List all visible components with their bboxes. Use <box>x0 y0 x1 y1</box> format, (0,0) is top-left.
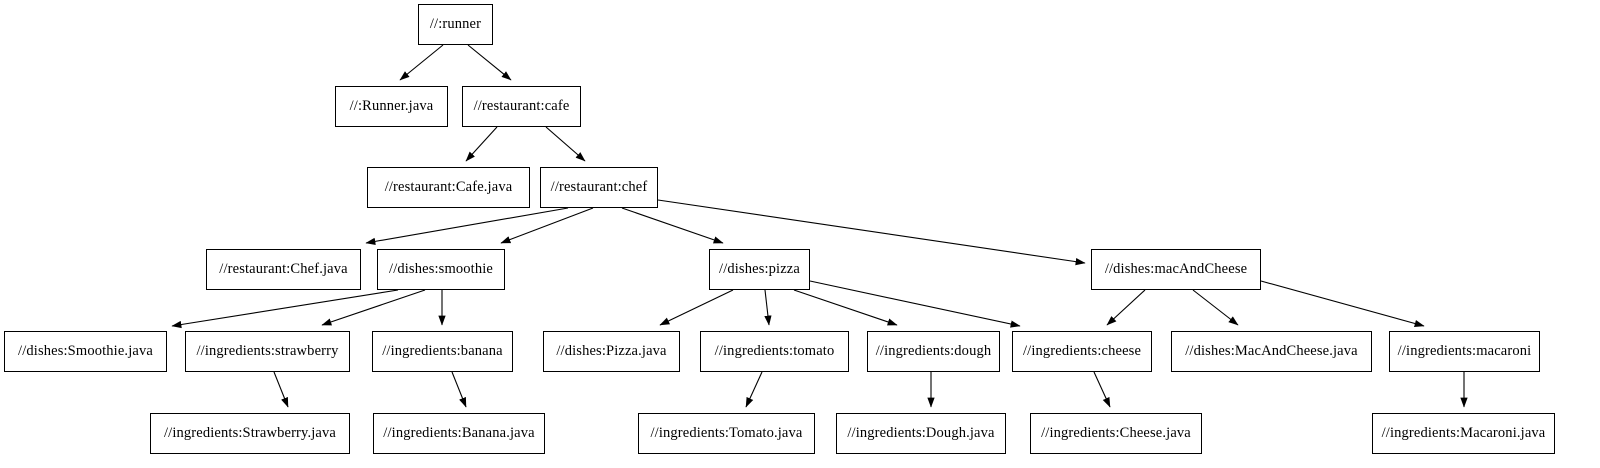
graph-node-runner[interactable]: //:runner <box>418 4 493 45</box>
graph-node-ing-macaroni[interactable]: //ingredients:macaroni <box>1389 331 1540 372</box>
graph-node-label: //ingredients:strawberry <box>196 343 339 360</box>
graph-node-dough-java[interactable]: //ingredients:Dough.java <box>836 413 1006 454</box>
graph-node-cafe-java[interactable]: //restaurant:Cafe.java <box>367 167 530 208</box>
graph-node-label: //ingredients:Banana.java <box>383 425 535 442</box>
graph-node-ing-dough[interactable]: //ingredients:dough <box>867 331 1000 372</box>
graph-node-label: //ingredients:Tomato.java <box>650 425 803 442</box>
graph-node-label: //:runner <box>429 16 482 33</box>
graph-node-label: //restaurant:Cafe.java <box>384 179 513 196</box>
graph-node-restaurant-cafe[interactable]: //restaurant:cafe <box>462 86 581 127</box>
graph-node-pizza-java[interactable]: //dishes:Pizza.java <box>543 331 680 372</box>
graph-node-label: //dishes:pizza <box>719 261 800 278</box>
graph-node-tomato-java[interactable]: //ingredients:Tomato.java <box>638 413 815 454</box>
graph-node-label: //ingredients:Strawberry.java <box>164 425 336 442</box>
graph-node-label: //restaurant:cafe <box>473 98 570 115</box>
graph-node-label: //ingredients:banana <box>382 343 503 360</box>
graph-node-label: //ingredients:dough <box>875 343 992 360</box>
graph-node-chef-java[interactable]: //restaurant:Chef.java <box>206 249 361 290</box>
graph-node-ing-banana[interactable]: //ingredients:banana <box>372 331 513 372</box>
graph-node-label: //ingredients:Cheese.java <box>1041 425 1191 442</box>
graph-node-restaurant-chef[interactable]: //restaurant:chef <box>540 167 658 208</box>
graph-node-ing-tomato[interactable]: //ingredients:tomato <box>700 331 849 372</box>
graph-node-cheese-java[interactable]: //ingredients:Cheese.java <box>1030 413 1202 454</box>
graph-node-label: //dishes:macAndCheese <box>1104 261 1248 278</box>
graph-node-dishes-smoothie[interactable]: //dishes:smoothie <box>377 249 505 290</box>
graph-node-banana-java[interactable]: //ingredients:Banana.java <box>373 413 545 454</box>
graph-node-dishes-macncheese[interactable]: //dishes:macAndCheese <box>1091 249 1261 290</box>
graph-node-label: //restaurant:Chef.java <box>219 261 348 278</box>
graph-node-runner-java[interactable]: //:Runner.java <box>335 86 448 127</box>
graph-node-ing-strawberry[interactable]: //ingredients:strawberry <box>185 331 350 372</box>
graph-node-ing-cheese[interactable]: //ingredients:cheese <box>1012 331 1152 372</box>
graph-node-macaroni-java[interactable]: //ingredients:Macaroni.java <box>1372 413 1555 454</box>
graph-node-label: //ingredients:cheese <box>1022 343 1142 360</box>
graph-node-label: //dishes:Smoothie.java <box>18 343 153 360</box>
graph-node-label: //ingredients:Dough.java <box>847 425 995 442</box>
graph-node-label: //dishes:MacAndCheese.java <box>1185 343 1358 360</box>
graph-node-label: //dishes:smoothie <box>389 261 493 278</box>
graph-node-smoothie-java[interactable]: //dishes:Smoothie.java <box>4 331 167 372</box>
graph-node-strawberry-java[interactable]: //ingredients:Strawberry.java <box>150 413 350 454</box>
graph-node-dishes-pizza[interactable]: //dishes:pizza <box>709 249 810 290</box>
graph-node-label: //ingredients:tomato <box>714 343 835 360</box>
graph-node-label: //:Runner.java <box>349 98 434 115</box>
graph-node-macncheese-java[interactable]: //dishes:MacAndCheese.java <box>1171 331 1372 372</box>
graph-node-label: //dishes:Pizza.java <box>556 343 667 360</box>
graph-node-label: //restaurant:chef <box>550 179 648 196</box>
graph-node-label: //ingredients:Macaroni.java <box>1381 425 1546 442</box>
graph-node-label: //ingredients:macaroni <box>1397 343 1532 360</box>
